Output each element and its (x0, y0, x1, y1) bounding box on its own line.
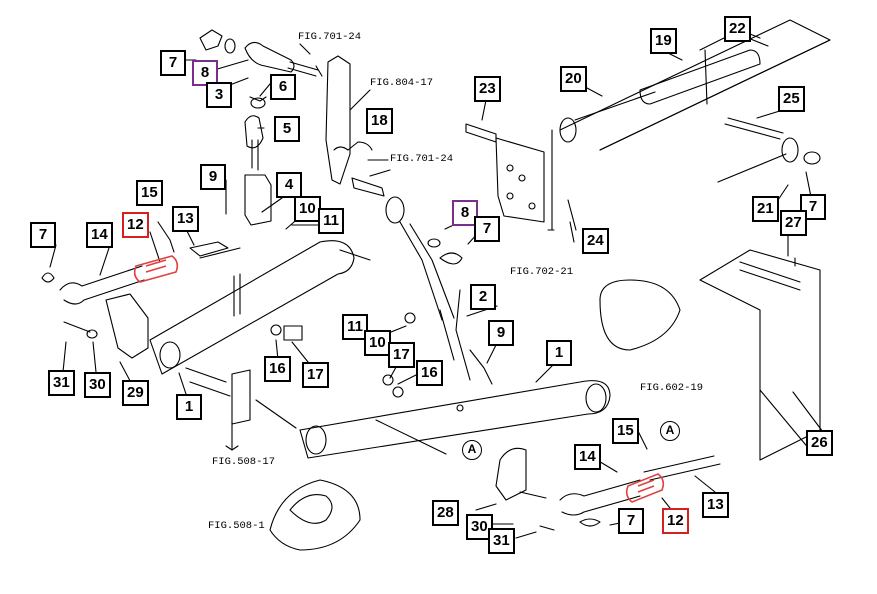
part-callout-6: 6 (270, 74, 296, 100)
part-callout-17: 17 (302, 362, 329, 388)
part-callout-19: 19 (650, 28, 677, 54)
part-callout-30: 30 (84, 372, 111, 398)
part-callout-3: 3 (206, 82, 232, 108)
part-callout-7: 7 (30, 222, 56, 248)
part-callout-27: 27 (780, 210, 807, 236)
part-callout-5: 5 (274, 116, 300, 142)
part-callout-7: 7 (618, 508, 644, 534)
part-callout-26: 26 (806, 430, 833, 456)
figure-ref: FIG.508-1 (208, 520, 265, 532)
part-callout-7: 7 (474, 216, 500, 242)
part-callout-14: 14 (86, 222, 113, 248)
part-callout-15: 15 (136, 180, 163, 206)
part-callout-13: 13 (172, 206, 199, 232)
figure-ref: FIG.508-17 (212, 456, 276, 468)
figure-ref: FIG.701-24 (390, 153, 454, 165)
ref-mark-a: A (462, 440, 482, 460)
part-callout-7: 7 (160, 50, 186, 76)
part-callout-11: 11 (342, 314, 368, 340)
figure-ref: FIG.702-21 (510, 266, 574, 278)
part-callout-16: 16 (264, 356, 291, 382)
part-callout-4: 4 (276, 172, 302, 198)
part-callout-29: 29 (122, 380, 149, 406)
part-callout-14: 14 (574, 444, 601, 470)
part-callout-31: 31 (488, 528, 515, 554)
part-callout-2: 2 (470, 284, 496, 310)
part-callout-25: 25 (778, 86, 805, 112)
part-callout-20: 20 (560, 66, 587, 92)
figure-ref: FIG.701-24 (298, 31, 362, 43)
part-callout-22: 22 (724, 16, 751, 42)
part-callout-12-highlighted: 12 (662, 508, 689, 534)
part-callout-1: 1 (546, 340, 572, 366)
part-callout-23: 23 (474, 76, 501, 102)
part-callout-16: 16 (416, 360, 443, 386)
figure-ref: FIG.602-19 (640, 382, 704, 394)
part-callout-13: 13 (702, 492, 729, 518)
part-callout-8-highlighted: 8 (192, 60, 218, 86)
ref-mark-a: A (660, 421, 680, 441)
part-callout-24: 24 (582, 228, 609, 254)
part-callout-17: 17 (388, 342, 415, 368)
part-callout-10: 10 (294, 196, 321, 222)
part-callout-21: 21 (752, 196, 779, 222)
part-callout-12-highlighted: 12 (122, 212, 149, 238)
part-callout-11: 11 (318, 208, 344, 234)
part-callout-10: 10 (364, 330, 391, 356)
part-callout-28: 28 (432, 500, 459, 526)
part-callout-9: 9 (488, 320, 514, 346)
figure-ref: FIG.804-17 (370, 77, 434, 89)
part-callout-8-highlighted: 8 (452, 200, 478, 226)
part-callout-9: 9 (200, 164, 226, 190)
part-callout-18: 18 (366, 108, 393, 134)
part-callout-15: 15 (612, 418, 639, 444)
part-callout-31: 31 (48, 370, 75, 396)
part-callout-1: 1 (176, 394, 202, 420)
